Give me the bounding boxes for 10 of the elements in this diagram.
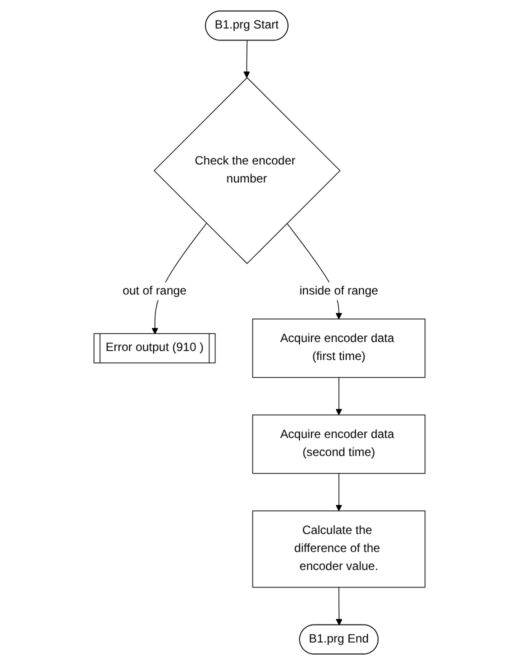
arrow (336, 473, 343, 512)
node-box: Acquire encoder data (second time) (252, 414, 426, 474)
node-box: Acquire encoder data (first time) (252, 318, 426, 378)
edge-label: inside of range (300, 284, 379, 298)
node-box: Calculate the difference of the encoder value. (252, 510, 426, 588)
edge-label: out of range (123, 284, 188, 298)
node-diamond: Check the encoder number (154, 77, 342, 264)
arrow (244, 40, 250, 78)
arrow (336, 586, 343, 626)
arrow (336, 377, 343, 416)
